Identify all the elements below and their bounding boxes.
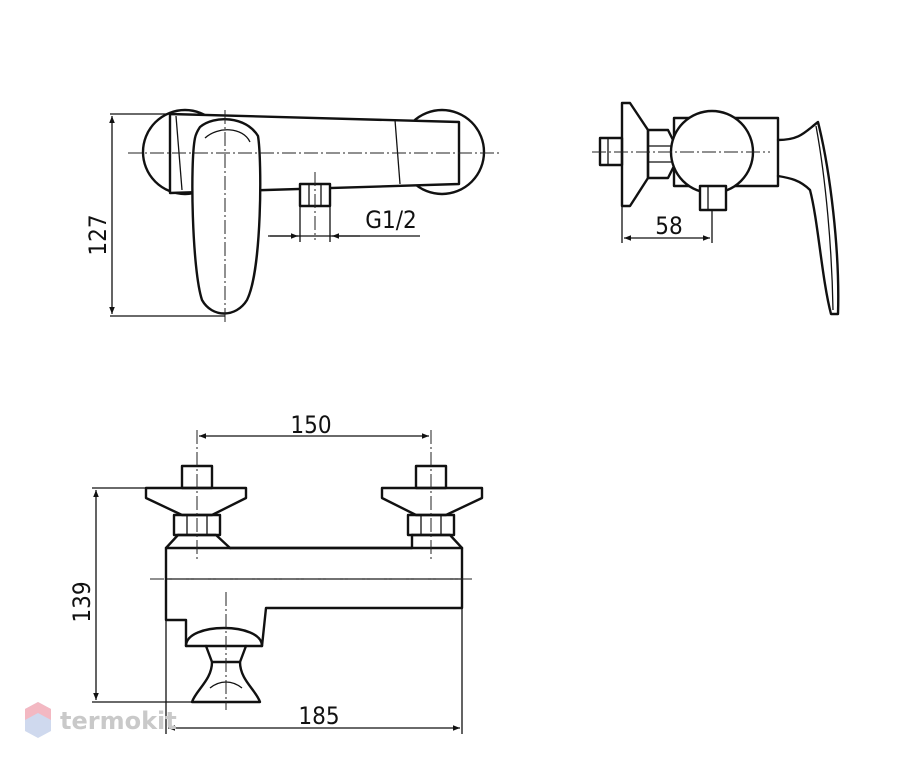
dimension-thread [268, 206, 420, 242]
dimension-127 [109, 113, 225, 317]
dimension-58 [621, 206, 713, 243]
dim-label-127: 127 [84, 214, 112, 255]
dim-label-thread: G1/2 [365, 206, 416, 234]
dim-label-185: 185 [298, 702, 339, 730]
front-view [144, 430, 484, 710]
dimension-139 [92, 487, 192, 703]
dim-label-58: 58 [655, 212, 682, 240]
dimension-185 [165, 608, 463, 734]
watermark: termokit [25, 702, 177, 738]
termokit-logo-flame-icon [25, 702, 51, 720]
top-view [128, 108, 500, 325]
side-view [592, 101, 840, 316]
dim-label-139: 139 [68, 581, 96, 622]
watermark-brand: termokit [60, 707, 177, 735]
dim-label-150: 150 [290, 411, 331, 439]
